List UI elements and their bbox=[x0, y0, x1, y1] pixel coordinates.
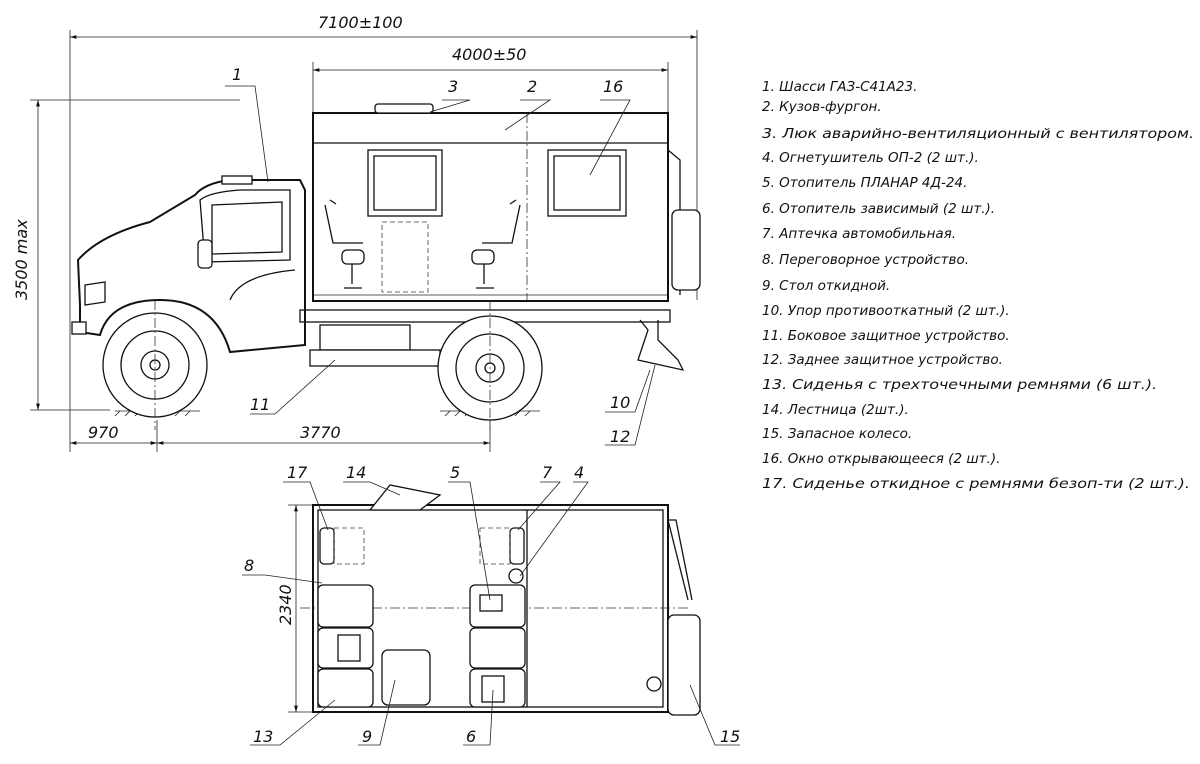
svg-text:11: 11 bbox=[250, 395, 270, 414]
dimension-label: 2340 bbox=[276, 584, 295, 625]
legend-item: 5. Отопитель ПЛАНАР 4Д-24. bbox=[762, 175, 967, 191]
callout-1: 1 bbox=[225, 65, 269, 183]
svg-text:10: 10 bbox=[610, 393, 630, 412]
callout-6: 6 bbox=[463, 689, 494, 746]
heater-planar bbox=[479, 594, 503, 612]
legend-item: 8. Переговорное устройство. bbox=[762, 252, 969, 268]
dependent-heater bbox=[481, 675, 505, 703]
legend-item: 9. Стол откидной. bbox=[762, 278, 890, 294]
legend-item: 15. Запасное колесо. bbox=[762, 426, 912, 442]
callout-4: 4 bbox=[519, 463, 589, 577]
plan-view: 2340 bbox=[276, 484, 701, 716]
dimension-front-overhang-wheelbase: 970 3770 bbox=[69, 320, 491, 452]
legend-item: 6. Отопитель зависимый (2 шт.). bbox=[762, 201, 995, 217]
legend-item: 10. Упор противооткатный (2 шт.). bbox=[762, 303, 1010, 319]
seat-right bbox=[471, 199, 521, 289]
spare-wheel-plan bbox=[667, 614, 701, 716]
callout-7: 7 bbox=[517, 463, 561, 531]
cab bbox=[71, 175, 306, 354]
seat-left bbox=[324, 199, 365, 289]
svg-text:15: 15 bbox=[720, 727, 740, 746]
seats-left bbox=[317, 584, 374, 708]
folding-table bbox=[381, 649, 431, 706]
svg-text:16: 16 bbox=[603, 77, 623, 96]
callout-8: 8 bbox=[242, 556, 323, 584]
folding-seat bbox=[319, 527, 335, 565]
callout-16: 16 bbox=[589, 77, 631, 176]
dimension-overall-length: 7100±100 bbox=[69, 13, 698, 320]
rear-door-ladder bbox=[667, 519, 693, 601]
dimension-label: 7100±100 bbox=[318, 13, 403, 32]
dimension-body-width: 2340 bbox=[276, 504, 313, 713]
legend-item: 7. Аптечка автомобильная. bbox=[762, 226, 956, 242]
legend-item: 1. Шасси ГАЗ-С41А23. bbox=[762, 79, 917, 95]
ladder bbox=[368, 484, 442, 511]
legend: 1. Шасси ГАЗ-С41А23. 2. Кузов-фургон. 3.… bbox=[762, 79, 1194, 492]
folding-seat bbox=[509, 527, 525, 565]
callout-5: 5 bbox=[448, 463, 491, 601]
callout-3: 3 bbox=[429, 77, 471, 113]
callout-12: 12 bbox=[605, 364, 656, 446]
svg-text:9: 9 bbox=[362, 727, 372, 746]
svg-text:2: 2 bbox=[527, 77, 537, 96]
legend-item: 17. Сиденье откидное с ремнями безоп-ти … bbox=[762, 476, 1190, 492]
callout-14: 14 bbox=[343, 463, 401, 496]
legend-item: 2. Кузов-фургон. bbox=[762, 99, 882, 115]
svg-text:1: 1 bbox=[232, 65, 242, 84]
table-hidden bbox=[381, 221, 429, 293]
dimension-height: 3500 max bbox=[12, 99, 240, 411]
callout-2: 2 bbox=[504, 77, 552, 131]
legend-item: 12. Заднее защитное устройство. bbox=[762, 352, 1003, 368]
dimension-label: 3500 max bbox=[12, 219, 31, 300]
legend-item: 4. Огнетушитель ОП-2 (2 шт.). bbox=[762, 150, 979, 166]
front-wheel bbox=[102, 312, 208, 418]
callout-17: 17 bbox=[283, 463, 329, 531]
spare-wheel-side bbox=[667, 149, 701, 295]
legend-item: 13. Сиденья с трехточечными ремнями (6 ш… bbox=[762, 377, 1157, 393]
svg-text:7: 7 bbox=[542, 463, 553, 482]
legend-item: 3. Люк аварийно-вентиляционный с вентиля… bbox=[762, 126, 1194, 142]
dimension-label: 4000±50 bbox=[452, 45, 526, 64]
dimension-body-length: 4000±50 bbox=[312, 45, 669, 113]
svg-text:6: 6 bbox=[466, 727, 476, 746]
side-guard bbox=[309, 349, 441, 367]
svg-text:8: 8 bbox=[244, 556, 254, 575]
callout-10: 10 bbox=[605, 369, 651, 413]
dimension-label: 970 bbox=[88, 423, 119, 442]
svg-text:3: 3 bbox=[448, 77, 458, 96]
van-body bbox=[312, 103, 669, 302]
callout-13: 13 bbox=[250, 699, 336, 746]
svg-text:14: 14 bbox=[346, 463, 366, 482]
svg-text:4: 4 bbox=[574, 463, 584, 482]
svg-text:17: 17 bbox=[287, 463, 308, 482]
svg-text:12: 12 bbox=[610, 427, 630, 446]
svg-text:13: 13 bbox=[253, 727, 273, 746]
callout-9: 9 bbox=[358, 679, 396, 746]
callout-11: 11 bbox=[250, 359, 336, 415]
svg-text:5: 5 bbox=[450, 463, 460, 482]
legend-item: 11. Боковое защитное устройство. bbox=[762, 328, 1010, 344]
callout-15: 15 bbox=[689, 684, 740, 746]
roof-hatch bbox=[374, 103, 434, 114]
window-left bbox=[367, 149, 443, 217]
side-view bbox=[71, 103, 701, 430]
legend-item: 14. Лестница (2шт.). bbox=[762, 402, 909, 418]
callouts: 1 2 3 16 11 10 12 17 14 5 7 4 8 13 9 6 1… bbox=[225, 65, 740, 746]
window-right bbox=[547, 149, 627, 217]
dimension-label: 3770 bbox=[300, 423, 341, 442]
extinguisher bbox=[508, 568, 524, 584]
seats-right bbox=[469, 584, 526, 708]
legend-item: 16. Окно открывающееся (2 шт.). bbox=[762, 451, 1000, 467]
